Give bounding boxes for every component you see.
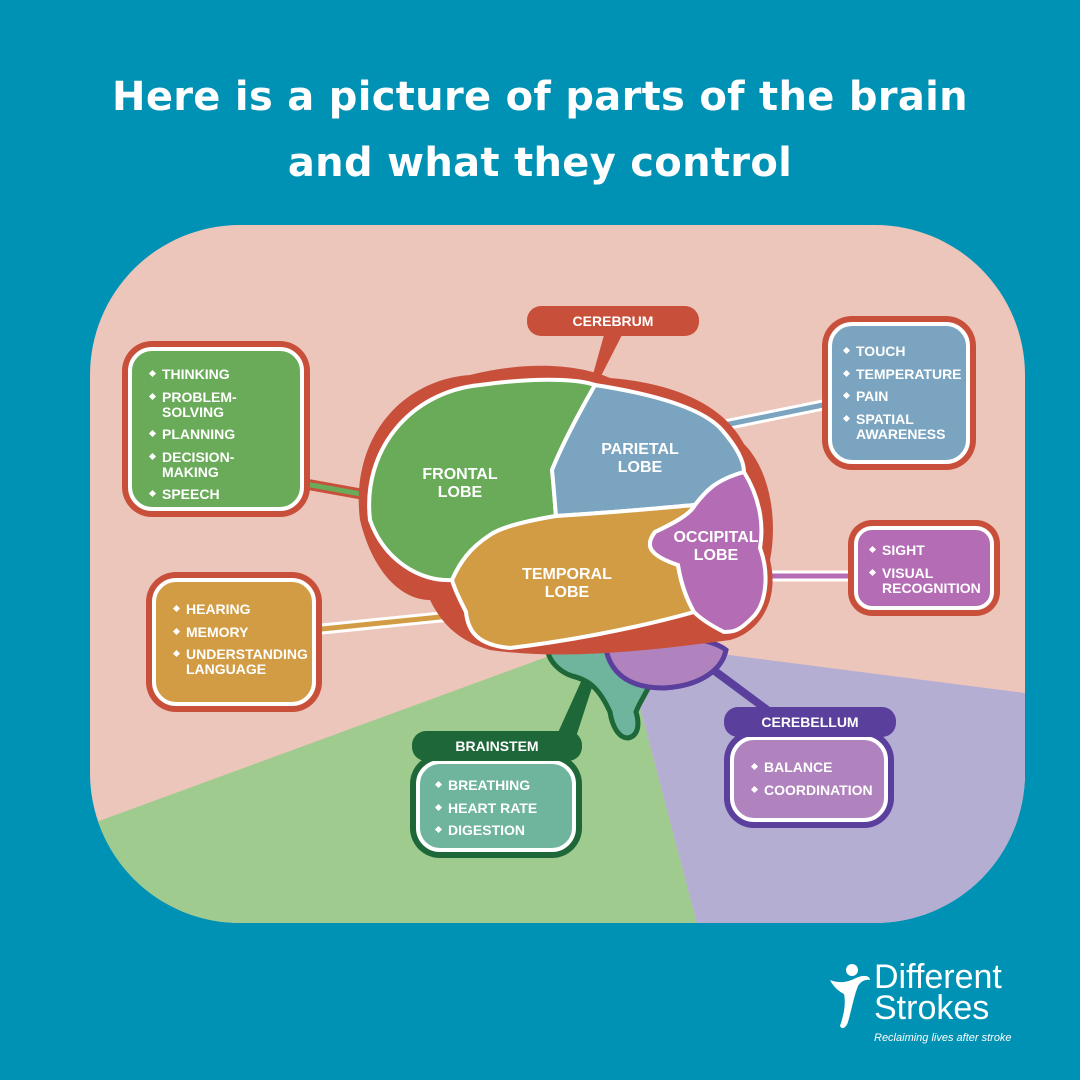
list-item: THINKING [148, 367, 290, 382]
list-item: TEMPERATURE [842, 366, 962, 382]
page-title: Here is a picture of parts of the brain … [0, 64, 1080, 196]
list-item: PAIN [842, 389, 958, 404]
list-item: UNDERSTANDING LANGUAGE [172, 647, 308, 677]
occipital-lobe-label-line1: OCCIPITAL [673, 529, 759, 546]
list-item: BALANCE [750, 760, 876, 775]
title-line-1: Here is a picture of parts of the brain [112, 74, 968, 120]
frontal-lobe-label-line2: LOBE [437, 484, 483, 501]
temporal-lobe-label: TEMPORAL LOBE [507, 566, 627, 602]
frontal-lobe-label-line1: FRONTAL [422, 466, 498, 483]
list-item: DECISION-MAKING [148, 449, 290, 480]
parietal-lobe-label-line1: PARIETAL [601, 441, 679, 458]
list-item: SPEECH [148, 487, 290, 502]
list-item: VISUAL RECOGNITION [868, 565, 992, 596]
parietal-functions-list: TOUCH TEMPERATURE PAIN SPATIAL AWARENESS [842, 344, 962, 442]
running-figure-icon [830, 964, 870, 1029]
occipital-lobe-shape [647, 469, 768, 635]
brainstem-label: BRAINSTEM [412, 731, 582, 761]
temporal-lobe-label-line2: LOBE [544, 584, 590, 601]
logo-line-2: Strokes [874, 989, 990, 1027]
frontal-functions-list: THINKING PROBLEM-SOLVING PLANNING DECISI… [148, 367, 290, 502]
list-item: HEART RATE [434, 800, 564, 816]
logo-line-1: Different [874, 958, 1002, 996]
temporal-lobe-label-line1: TEMPORAL [522, 566, 612, 583]
list-item: TOUCH [842, 344, 958, 359]
cerebellum-functions-box: BALANCE COORDINATION [724, 730, 894, 828]
occipital-functions-box: SIGHT VISUAL RECOGNITION [848, 520, 1000, 616]
list-item: BREATHING [434, 778, 564, 793]
panel-green-region [90, 650, 700, 923]
list-item: PLANNING [148, 427, 290, 442]
logo-tagline: Reclaiming lives after stroke [874, 1032, 1012, 1044]
brainstem-functions-box: BREATHING HEART RATE DIGESTION [410, 754, 582, 858]
title-line-2: and what they control [287, 140, 793, 186]
temporal-functions-list: HEARING MEMORY UNDERSTANDING LANGUAGE [172, 602, 308, 677]
different-strokes-logo: Different Strokes Reclaiming lives after… [826, 958, 1036, 1052]
list-item: MEMORY [172, 624, 302, 640]
list-item: COORDINATION [750, 782, 876, 798]
occipital-functions-list: SIGHT VISUAL RECOGNITION [868, 543, 984, 596]
parietal-functions-box: TOUCH TEMPERATURE PAIN SPATIAL AWARENESS [822, 316, 976, 470]
frontal-lobe-label: FRONTAL LOBE [400, 466, 520, 502]
list-item: SPATIAL AWARENESS [842, 411, 946, 442]
frontal-functions-box: THINKING PROBLEM-SOLVING PLANNING DECISI… [122, 341, 310, 517]
occipital-lobe-label-line2: LOBE [693, 547, 739, 564]
list-item: SIGHT [868, 543, 984, 558]
occipital-lobe-label: OCCIPITAL LOBE [661, 529, 771, 565]
brainstem-functions-list: BREATHING HEART RATE DIGESTION [434, 778, 564, 838]
list-item: HEARING [172, 602, 302, 617]
parietal-lobe-label-line2: LOBE [617, 459, 663, 476]
cerebellum-label: CEREBELLUM [724, 707, 896, 737]
cerebrum-shape [358, 365, 773, 655]
cerebellum-functions-list: BALANCE COORDINATION [750, 760, 876, 798]
logo-wordmark: Different Strokes [874, 958, 1002, 1027]
cerebrum-label: CEREBRUM [527, 306, 699, 336]
list-item: PROBLEM-SOLVING [148, 389, 290, 420]
list-item: DIGESTION [434, 823, 564, 838]
temporal-functions-box: HEARING MEMORY UNDERSTANDING LANGUAGE [146, 572, 322, 712]
parietal-lobe-label: PARIETAL LOBE [580, 441, 700, 477]
